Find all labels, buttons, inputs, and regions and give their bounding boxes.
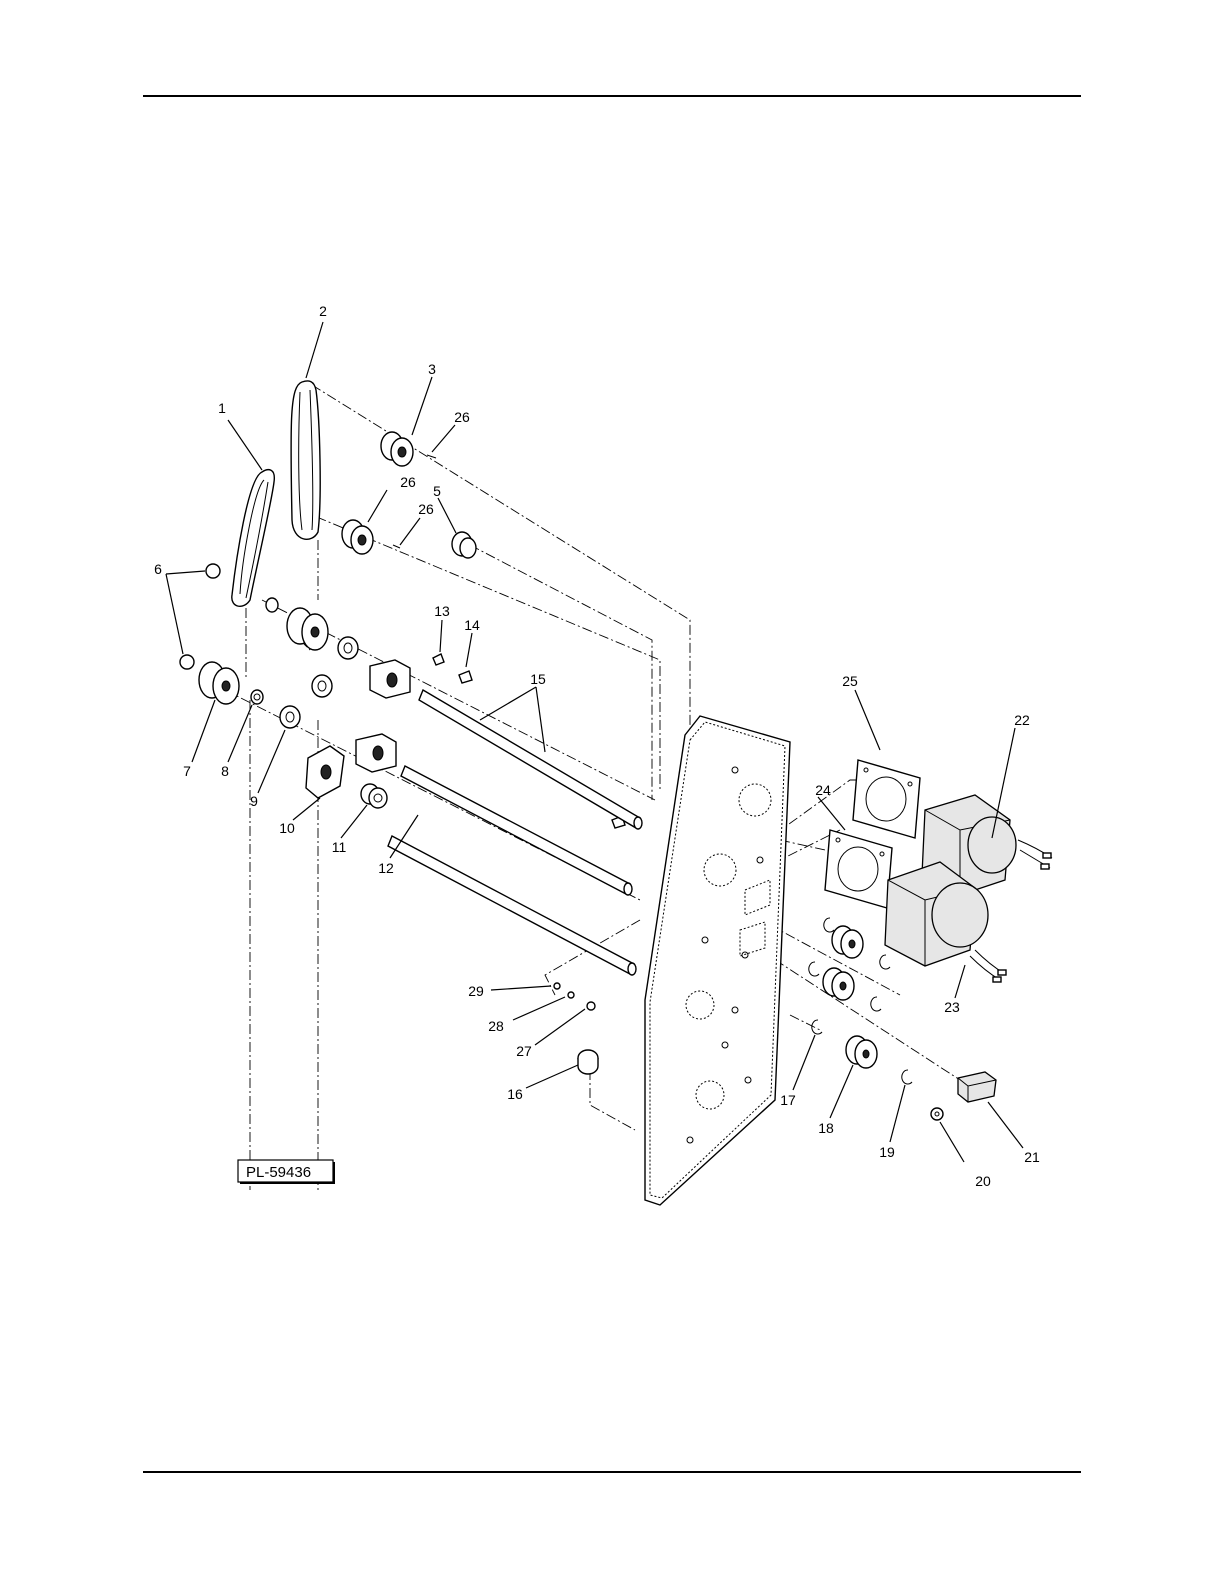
callout-11: 11 [332, 839, 347, 855]
callout-5: 5 [433, 483, 441, 499]
roller-18 [846, 1036, 877, 1068]
callout-15: 15 [530, 671, 546, 687]
callout-23: 23 [944, 999, 960, 1015]
callout-9: 9 [250, 793, 258, 809]
callout-1: 1 [218, 400, 226, 416]
motor-plate-24 [825, 830, 892, 908]
nut-20 [931, 1108, 943, 1120]
callout-21: 21 [1024, 1149, 1040, 1165]
figure-id-box: PL-59436 [238, 1160, 334, 1183]
callout-2: 2 [319, 303, 327, 319]
bearing-11 [361, 784, 387, 808]
callout-17: 17 [780, 1092, 796, 1108]
washer-8 [251, 690, 263, 704]
callout-26b: 26 [400, 474, 416, 490]
callout-19: 19 [879, 1144, 895, 1160]
motor-plate-25 [853, 760, 920, 838]
pulley-upper [266, 598, 328, 650]
callout-26c: 26 [418, 501, 434, 517]
roller-upper [824, 918, 890, 969]
pulley-3 [381, 432, 413, 466]
callout-7: 7 [183, 763, 191, 779]
callout-20: 20 [975, 1173, 991, 1189]
callout-25: 25 [842, 673, 858, 689]
e-clip-19 [902, 1070, 912, 1084]
shaft-15b [401, 766, 632, 895]
callout-8: 8 [221, 763, 229, 779]
block-21 [958, 1072, 996, 1102]
callout-18: 18 [818, 1120, 834, 1136]
callout-6: 6 [154, 561, 162, 577]
callout-28: 28 [488, 1018, 504, 1034]
callout-13: 13 [434, 603, 450, 619]
bearing-9 [280, 637, 358, 728]
figure-id-label: PL-59436 [246, 1164, 311, 1181]
callout-29: 29 [468, 983, 484, 999]
callout-24: 24 [815, 782, 831, 798]
shaft-12 [388, 836, 636, 975]
belt-1 [232, 470, 275, 607]
callout-27: 27 [516, 1043, 532, 1059]
pulley-4 [342, 520, 373, 554]
callout-14: 14 [464, 617, 480, 633]
roller-lower [809, 962, 881, 1011]
belt-2 [291, 381, 320, 539]
fasteners-27-29 [554, 983, 595, 1010]
callout-10: 10 [279, 820, 295, 836]
callout-22: 22 [1014, 712, 1030, 728]
callout-3: 3 [428, 361, 436, 377]
callout-16: 16 [507, 1086, 523, 1102]
pulley-7 [199, 662, 239, 704]
side-plate [645, 716, 790, 1205]
nut-6 [180, 564, 220, 669]
bushing-5 [452, 532, 476, 558]
callout-12: 12 [378, 860, 394, 876]
nut-16 [578, 1050, 598, 1074]
callout-26a: 26 [454, 409, 470, 425]
shaft-15a [419, 690, 642, 829]
